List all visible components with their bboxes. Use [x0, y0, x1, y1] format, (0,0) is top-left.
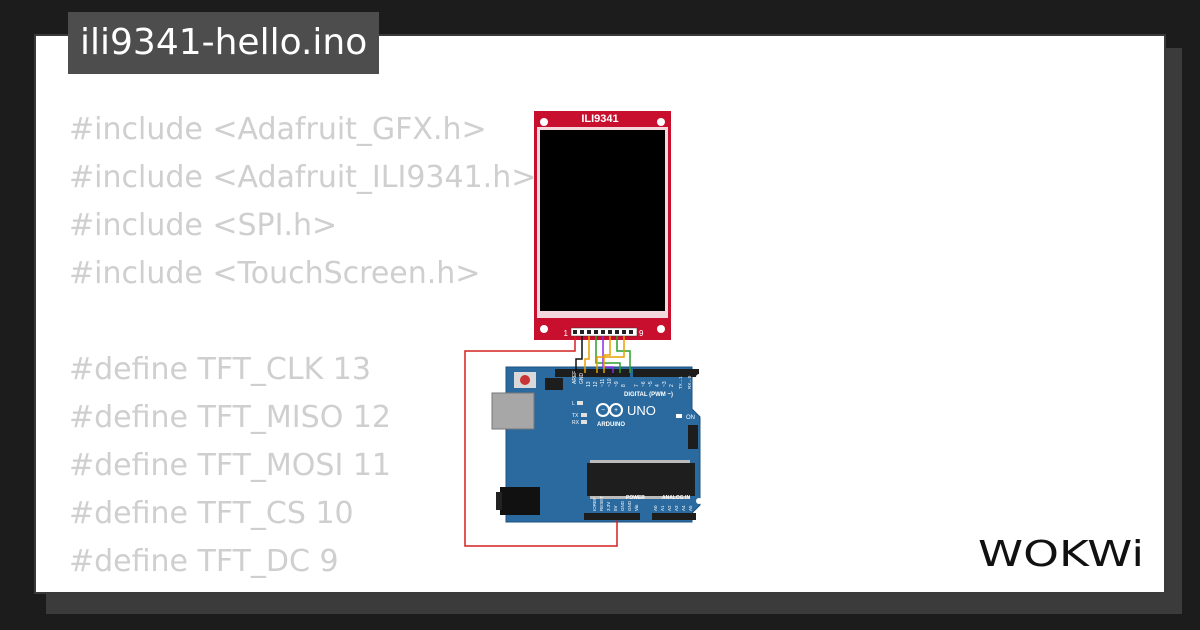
digital-pin-label: ~5: [648, 381, 654, 387]
code-line: #include <Adafruit_GFX.h>: [69, 112, 487, 147]
reset-button: [520, 375, 530, 385]
power-pin-label: 5V: [613, 505, 618, 511]
digital-pin-label: ~9: [614, 381, 620, 387]
analog-label: ANALOG IN: [662, 495, 690, 501]
board-mount-hole: [696, 498, 702, 504]
svg-text:+: +: [614, 407, 618, 414]
mount-hole: [540, 118, 548, 126]
digital-pin-label: ~3: [662, 381, 668, 387]
code-line: #include <Adafruit_ILI9341.h>: [69, 160, 537, 195]
icsp-header-right: [688, 425, 698, 449]
digital-pin-label: RX←0: [687, 375, 692, 389]
power-label: POWER: [626, 495, 645, 501]
pin-last-label: 9: [639, 329, 644, 338]
power-pin-label: RESET: [599, 496, 604, 511]
svg-text:−: −: [601, 407, 605, 414]
digital-pin-label: 12: [593, 381, 599, 387]
usb-port: [491, 392, 535, 430]
digital-pin-label: ~6: [641, 381, 647, 387]
led-tx-label: TX: [572, 413, 579, 419]
wokwi-logo: WOKWi: [978, 534, 1144, 575]
led-rx-label: RX: [572, 420, 580, 426]
digital-pin-label: 8: [621, 384, 627, 387]
file-title: ili9341-hello.ino: [68, 12, 380, 74]
arduino-label: ARDUINO: [597, 422, 625, 428]
code-line: #define TFT_DC 9: [69, 544, 339, 579]
code-line: #define TFT_CLK 13: [69, 352, 371, 387]
board-mount-hole: [696, 374, 702, 380]
code-line: #define TFT_MISO 12: [69, 400, 392, 435]
led-l: [577, 401, 583, 405]
analog-pin-label: A2: [667, 505, 672, 511]
mount-hole: [657, 325, 665, 333]
power-header: [584, 513, 640, 520]
pin-first-label: 1: [564, 329, 569, 338]
on-led: [676, 414, 682, 418]
power-pin-label: GND: [627, 500, 632, 511]
code-line: #include <SPI.h>: [69, 208, 338, 243]
arduino-uno-board: AREF GND 13 12 ~11 ~10 ~9 8 7 ~6 ~5 4 ~3…: [491, 366, 702, 523]
display-screen: [540, 130, 665, 311]
power-pin-label: GND: [620, 500, 625, 511]
gnd-label: GND: [579, 373, 585, 385]
digital-header-2: [633, 369, 699, 377]
led-rx: [581, 420, 587, 424]
digital-pin-label: TX→1: [678, 376, 683, 389]
chip-pins: [590, 460, 690, 499]
analog-header: [652, 513, 696, 520]
power-jack: [500, 487, 540, 515]
code-line: #define TFT_MOSI 11: [69, 448, 392, 483]
analog-pin-label: A4: [681, 505, 686, 511]
power-pin-label: 3.3V: [606, 502, 611, 511]
digital-pin-label: 7: [634, 384, 640, 387]
code-listing: #include <Adafruit_GFX.h> #include <Adaf…: [69, 106, 537, 592]
code-line: #define TFT_RST 8: [69, 586, 536, 592]
wire-miso: [596, 336, 625, 373]
arduino-infinity-logo: − +: [596, 403, 623, 417]
ili9341-display: ILI9341 1 9: [534, 111, 671, 340]
digital-label: DIGITAL (PWM ~): [624, 392, 673, 398]
digital-pin-label: 4: [655, 384, 661, 387]
digital-pin-label: ~10: [607, 378, 613, 387]
display-label: ILI9341: [581, 113, 618, 125]
digital-header: [555, 369, 630, 377]
wire-dc: [602, 336, 614, 373]
digital-pin-label: 2: [669, 384, 675, 387]
uno-label: UNO: [627, 403, 656, 418]
power-jack-tip: [496, 492, 502, 510]
code-line: #define TFT_CS 10: [69, 496, 354, 531]
display-header-pins: [573, 330, 633, 334]
wokwi-logo-text: WOKWi: [978, 534, 1144, 575]
wire-vcc: [464, 336, 618, 547]
power-pin-label: IOREF: [592, 497, 597, 511]
wire-rst: [595, 336, 621, 373]
wire-mosi: [603, 336, 611, 373]
led-l-label: L: [572, 401, 575, 407]
wire-gnd: [575, 336, 583, 373]
on-led-label: ON: [686, 415, 695, 421]
wire-cs: [584, 336, 590, 373]
digital-pin-label: ~11: [600, 379, 606, 387]
mount-hole: [657, 118, 665, 126]
analog-pin-label: A3: [674, 505, 679, 511]
analog-pin-label: A5: [688, 505, 693, 511]
aref-label: AREF: [572, 371, 578, 384]
mount-hole: [540, 325, 548, 333]
power-pin-label: Vin: [634, 504, 639, 511]
analog-pin-label: A0: [653, 505, 658, 511]
wires: [464, 336, 631, 547]
analog-pin-label: A1: [660, 505, 665, 511]
icsp-header: [545, 378, 563, 390]
atmega-chip: [587, 463, 695, 496]
circuit-diagram: ILI9341 1 9 AREF GND 13 12 ~11: [464, 111, 702, 547]
code-line: #include <TouchScreen.h>: [69, 256, 481, 291]
digital-pin-label: 13: [586, 381, 592, 387]
led-tx: [581, 413, 587, 417]
